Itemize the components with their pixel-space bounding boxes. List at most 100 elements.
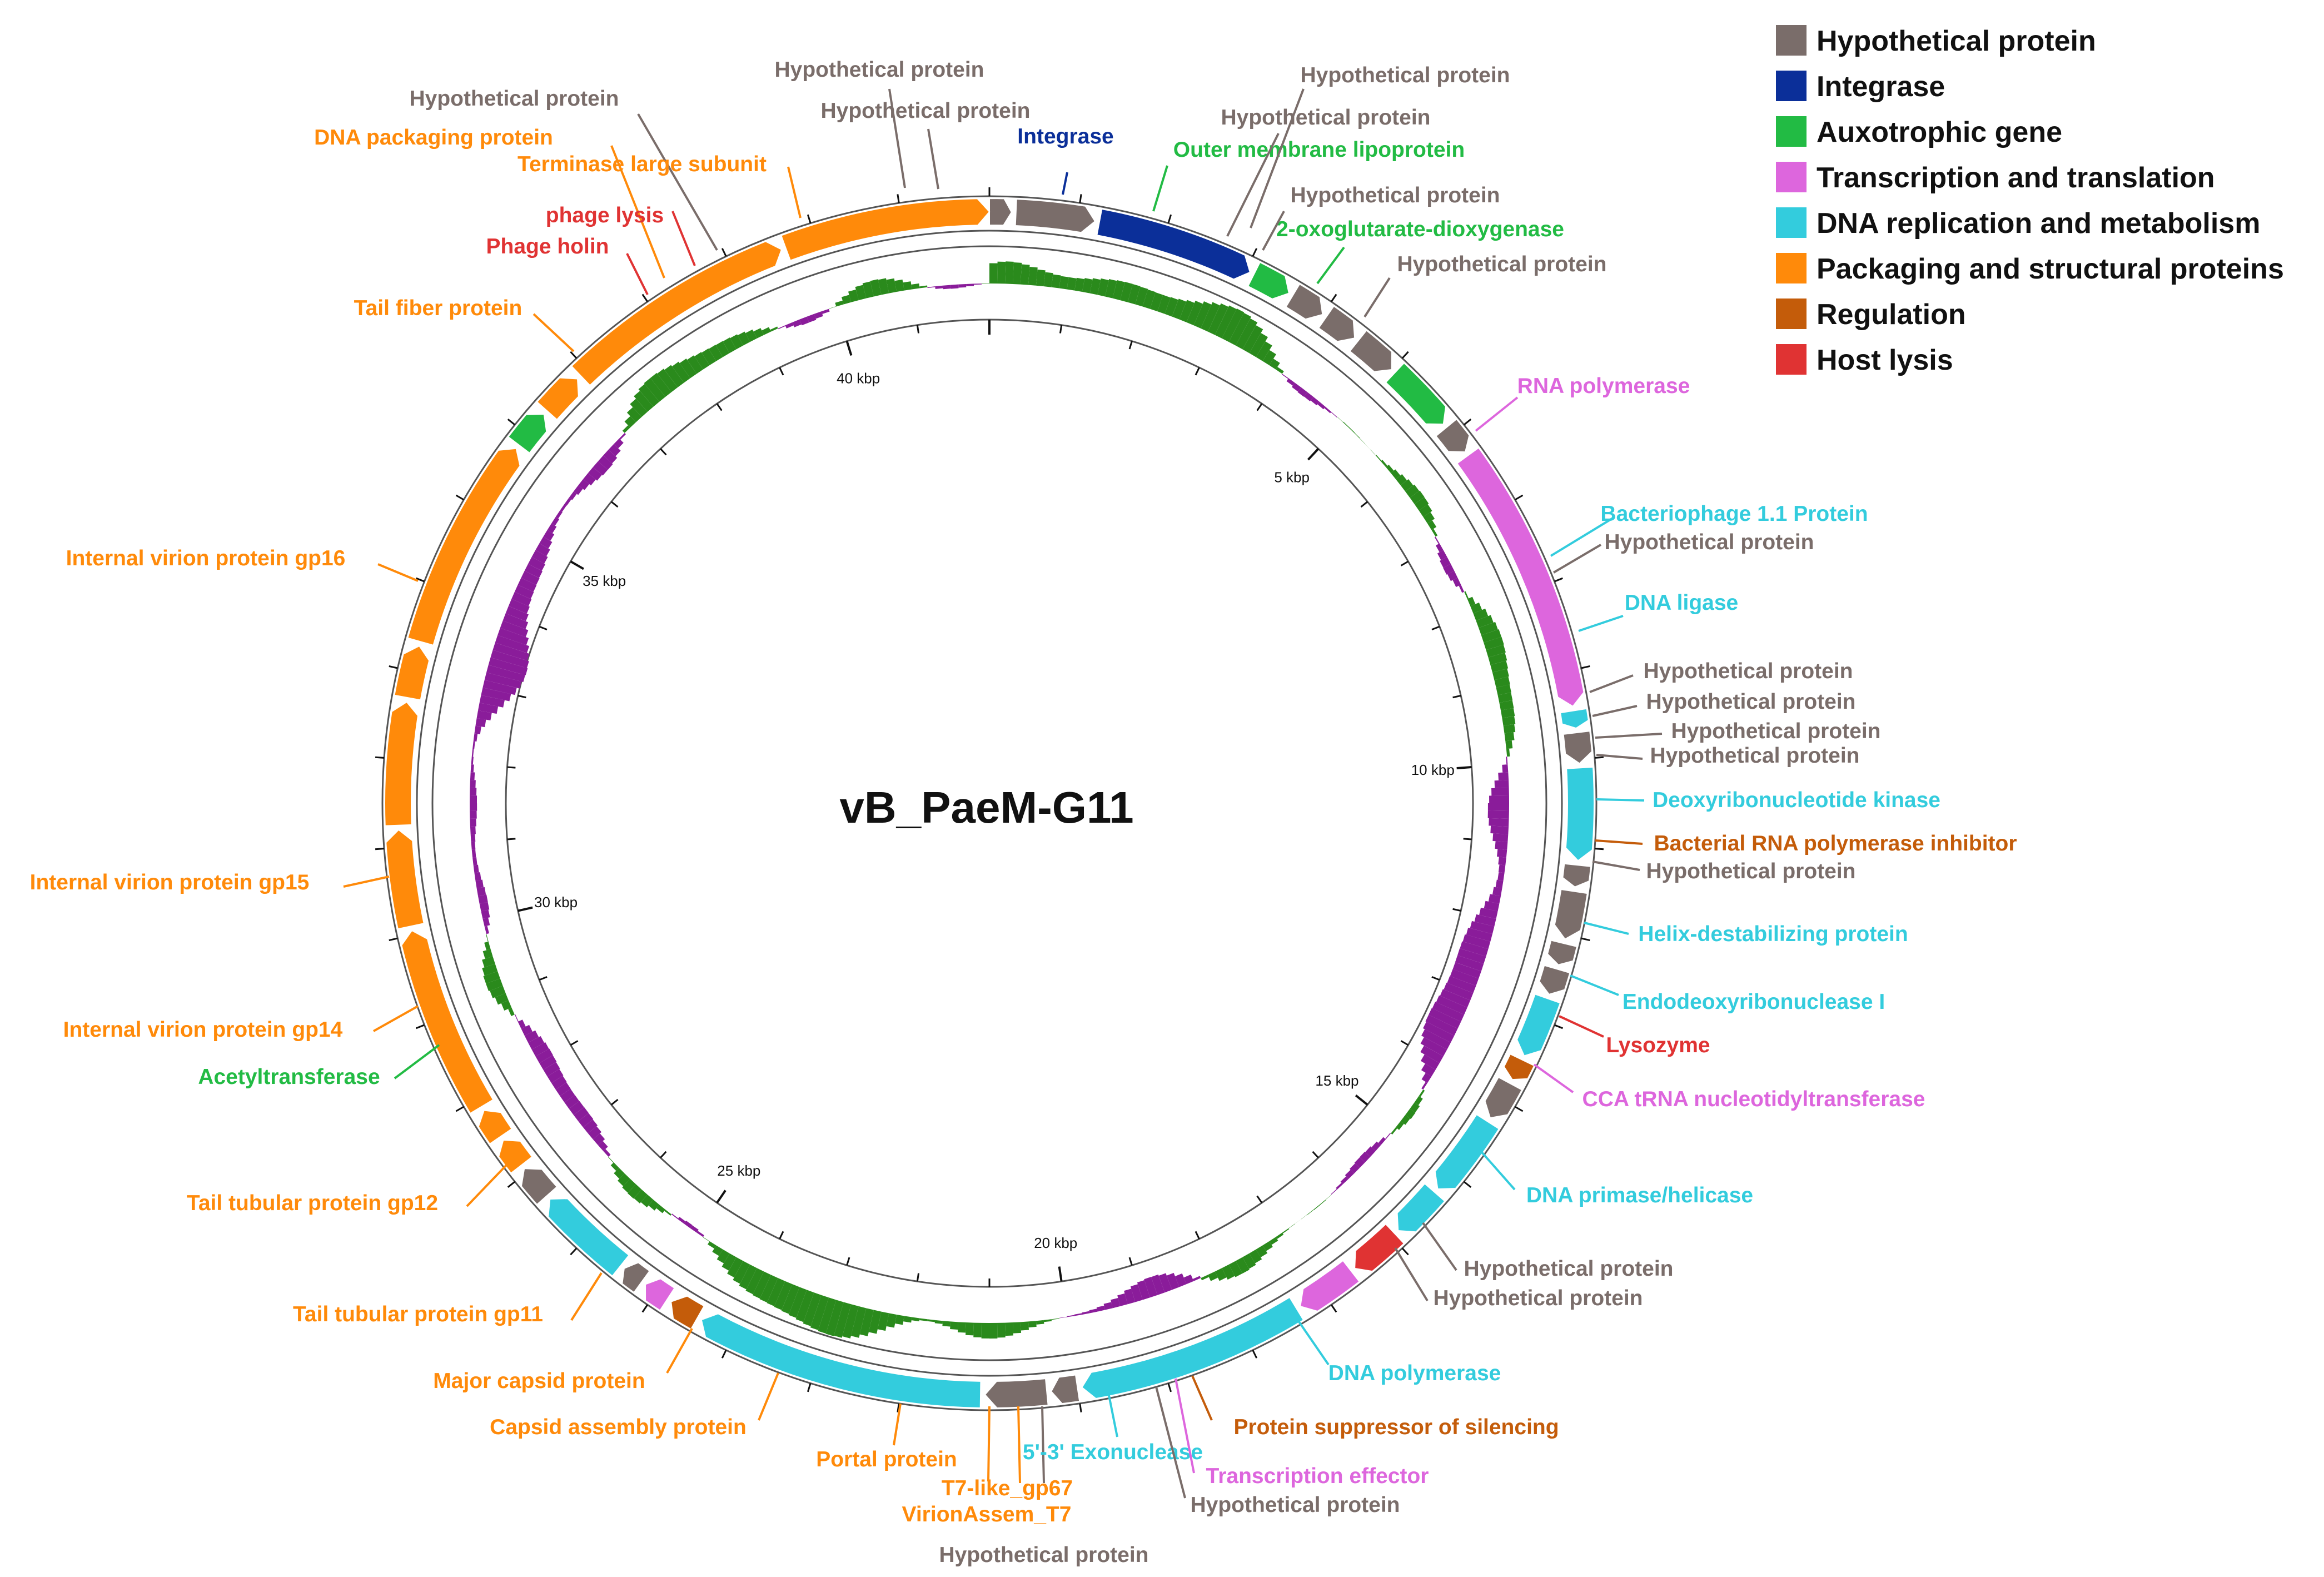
gene-arrow: [1484, 1076, 1523, 1119]
gc-skew-bar: [497, 628, 529, 645]
gc-skew-bar: [1440, 989, 1471, 1008]
gc-skew-bar: [1436, 995, 1467, 1015]
gc-skew-bar: [593, 461, 608, 476]
leader-line: [343, 875, 390, 888]
gc-skew-bar: [1228, 312, 1251, 346]
gene-label: Deoxyribonucleotide kinase: [1653, 788, 1940, 812]
gc-skew-bar: [1381, 460, 1388, 467]
gene-arrow: [1539, 964, 1571, 996]
gene-label: Protein suppressor of silencing: [1233, 1415, 1559, 1439]
gene-label: DNA ligase: [1625, 591, 1738, 615]
gene-arrow: [1565, 766, 1595, 862]
gc-skew-bar: [1470, 602, 1482, 614]
scale-tick: [779, 1231, 784, 1240]
leader-line: [1155, 1386, 1186, 1499]
gene-label: Tail fiber protein: [354, 296, 522, 320]
gc-skew-bar: [588, 467, 603, 481]
gc-skew-bar: [1201, 1275, 1209, 1281]
gc-skew-bar: [1028, 267, 1038, 286]
gc-skew-bar: [543, 530, 555, 541]
gc-skew-bar: [997, 261, 1006, 284]
gc-skew-bar: [1317, 401, 1326, 410]
gc-skew-ring: [470, 261, 1516, 1339]
gc-skew-bar: [778, 325, 786, 330]
leader-line: [1017, 1406, 1021, 1484]
gc-skew-bar: [1470, 921, 1495, 934]
gc-skew-bar: [1193, 301, 1212, 329]
ring-tick: [897, 1403, 900, 1412]
gene-label: Hypothetical protein: [1221, 106, 1430, 130]
gc-skew-bar: [1498, 864, 1506, 873]
scale-tick: [1058, 1266, 1063, 1282]
gc-skew-bar: [974, 283, 982, 285]
leader-line: [1191, 1375, 1213, 1421]
gc-skew-bar: [539, 1055, 557, 1070]
gc-skew-bar: [1172, 299, 1187, 320]
gc-skew-bar: [997, 1322, 1006, 1338]
legend-swatch: [1776, 207, 1807, 238]
gene-arrow: [1300, 1260, 1360, 1312]
gc-skew-bar: [547, 523, 557, 534]
gc-skew-bar: [895, 1314, 904, 1325]
gc-skew-bar: [471, 849, 476, 858]
gc-skew-bar: [470, 803, 477, 811]
gc-skew-bar: [1269, 1237, 1278, 1245]
gc-skew-bar: [1012, 262, 1022, 285]
scale-tick: [570, 560, 584, 570]
gc-skew-bar: [1074, 1313, 1082, 1316]
gc-skew-bar: [1089, 278, 1101, 295]
leader-line: [1570, 974, 1619, 996]
gc-skew-bar: [1473, 608, 1489, 621]
gc-skew-bar: [598, 1141, 608, 1151]
gc-skew-bar: [1319, 1200, 1326, 1206]
gc-skew-bar: [1378, 1137, 1386, 1146]
ring-tick: [897, 194, 900, 203]
gene-arrow: [536, 377, 579, 421]
scale-tick: [916, 325, 920, 334]
gc-skew-bar: [543, 1062, 560, 1077]
gc-skew-bar: [521, 1024, 533, 1036]
gc-skew-bar: [473, 733, 478, 742]
leader-line: [1592, 705, 1638, 717]
gc-skew-bar: [648, 1200, 660, 1211]
gc-skew-bar: [1281, 374, 1289, 379]
gene-label: DNA packaging protein: [314, 126, 553, 150]
gc-skew-bar: [593, 1133, 605, 1146]
gc-skew-bar: [1484, 636, 1504, 650]
leader-line: [1422, 1222, 1457, 1271]
gc-skew-bar: [1429, 1008, 1461, 1029]
gc-skew-bar: [626, 407, 642, 422]
gc-skew-bar: [950, 284, 959, 289]
gene-label: Phage holin: [486, 235, 609, 258]
ring-tick: [1594, 756, 1604, 759]
gene-arrow: [1247, 261, 1290, 300]
gc-skew-bar: [1479, 621, 1498, 635]
gc-skew-bar: [927, 1319, 935, 1322]
gc-skew-bar: [470, 764, 474, 773]
gc-skew-bar: [474, 725, 481, 734]
gc-skew-bar: [531, 550, 548, 564]
gc-skew-bar: [701, 348, 716, 366]
gc-skew-bar: [1142, 289, 1156, 309]
scale-tick: [1452, 908, 1461, 912]
scale-label: 40 kbp: [837, 370, 880, 387]
gc-skew-bar: [723, 337, 736, 354]
gc-skew-bar: [1020, 264, 1030, 285]
gene-ring: [384, 197, 1595, 1409]
gc-skew-bar: [1467, 596, 1476, 606]
gc-skew-bar: [470, 772, 475, 780]
gc-skew-bar: [1297, 387, 1307, 397]
ring-tick: [1554, 1024, 1563, 1029]
legend-label: Hypothetical protein: [1817, 25, 2096, 57]
gc-skew-bar: [475, 718, 486, 728]
leader-line: [1226, 133, 1280, 237]
gc-skew-bar: [1421, 1082, 1427, 1090]
gc-skew-bar: [1303, 392, 1313, 401]
gc-skew-bar: [848, 289, 859, 302]
gc-skew-bar: [555, 1082, 571, 1096]
gc-skew-bar: [1228, 1261, 1243, 1277]
gc-skew-bar: [1464, 591, 1469, 599]
gc-skew-bar: [1144, 1276, 1158, 1298]
scale-tick: [1355, 1095, 1368, 1106]
ring-tick: [1514, 494, 1524, 501]
